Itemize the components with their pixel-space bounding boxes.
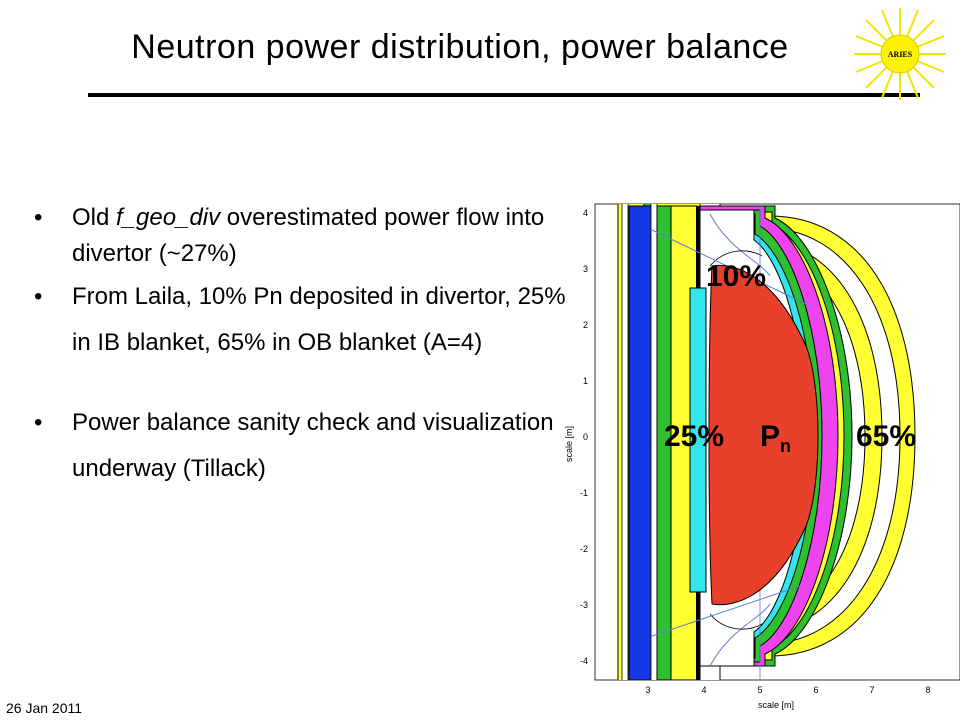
bullet-dot: • — [34, 204, 43, 231]
power-symbol: P — [760, 420, 780, 453]
y-tick-label: 2 — [583, 320, 588, 330]
divertor-percent-label: 10% — [706, 260, 766, 293]
y-tick-label: -2 — [580, 544, 588, 554]
y-tick-label: 3 — [583, 264, 588, 274]
upper-divertor-arc-2 — [709, 250, 763, 267]
inboard-white-gap — [650, 204, 658, 680]
y-tick-label: 1 — [583, 376, 588, 386]
lower-divertor-line — [651, 585, 801, 637]
power-label: Pn — [760, 420, 791, 456]
lower-divertor-arc — [709, 603, 771, 667]
y-tick-label: -4 — [580, 656, 588, 666]
inboard-cyan-blanket — [689, 287, 707, 593]
bullet-old-fgeo: • Old f_geo_div overestimated power flow… — [34, 200, 574, 272]
slide-title: Neutron power distribution, power balanc… — [131, 28, 789, 66]
tokamak-cross-section-figure: 4 3 2 1 0 -1 -2 -3 -4 scale [m] 3 4 5 6 … — [564, 203, 960, 710]
y-tick-label: -3 — [580, 600, 588, 610]
x-tick-label: 7 — [869, 685, 874, 695]
title-underline — [88, 93, 920, 97]
plasma-core — [708, 264, 819, 606]
bullet-laila: • From Laila, 10% Pn deposited in divert… — [34, 274, 574, 366]
bullet-dot: • — [34, 409, 43, 436]
logo-text: ARIES — [888, 50, 913, 59]
upper-divertor-arc — [709, 213, 771, 277]
x-axis-label: scale [m] — [758, 700, 794, 710]
outboard-percent-label: 65% — [856, 420, 916, 453]
x-tick-label: 8 — [925, 685, 930, 695]
x-tick-label: 4 — [701, 685, 706, 695]
y-tick-label: -1 — [580, 488, 588, 498]
inboard-white-strip — [621, 204, 629, 680]
footer-date: 26 Jan 2011 — [6, 700, 83, 716]
y-tick-label: 4 — [583, 208, 588, 218]
inboard-blue-column — [628, 205, 652, 680]
power-subscript: n — [780, 436, 791, 456]
x-axis: 3 4 5 6 7 8 scale [m] — [645, 685, 930, 710]
bullet-list: • Old f_geo_div overestimated power flow… — [34, 200, 574, 492]
y-axis-label: scale [m] — [564, 426, 574, 462]
x-tick-label: 5 — [757, 685, 762, 695]
x-tick-label: 6 — [813, 685, 818, 695]
x-tick-label: 3 — [645, 685, 650, 695]
inboard-percent-label: 25% — [664, 420, 724, 453]
bullet-power-balance: • Power balance sanity check and visuali… — [34, 400, 574, 492]
aries-sun-logo: ARIES — [854, 8, 946, 100]
y-tick-label: 0 — [583, 432, 588, 442]
y-axis: 4 3 2 1 0 -1 -2 -3 -4 scale [m] — [564, 208, 588, 666]
lower-divertor-arc-2 — [709, 613, 763, 630]
bullet-dot: • — [34, 283, 43, 310]
